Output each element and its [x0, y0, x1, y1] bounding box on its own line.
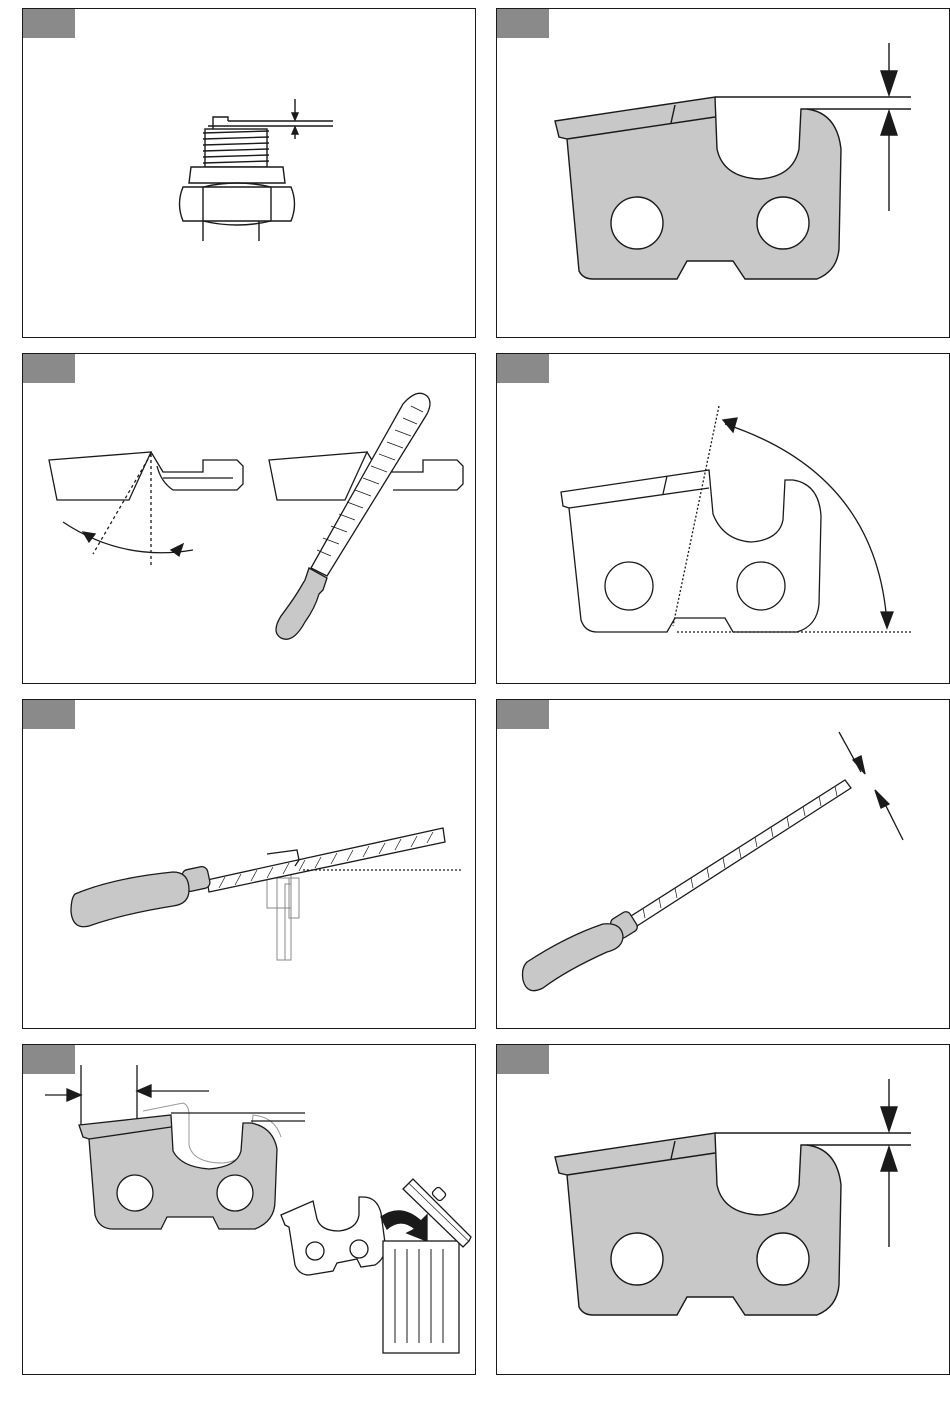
figure-panel-5	[22, 699, 476, 1029]
file-holder-filing-illustration-icon	[23, 700, 476, 1029]
chain-cutter-depth-illustration-icon	[497, 9, 950, 338]
chain-cutter-depth-illustration-icon	[497, 1045, 950, 1375]
spark-plug-gap-illustration-icon	[23, 9, 476, 338]
figure-panel-6	[496, 699, 950, 1029]
figure-panel-7	[22, 1044, 476, 1375]
figure-panel-3	[22, 353, 476, 684]
figure-panel-8	[496, 1044, 950, 1375]
figure-panel-1	[22, 8, 476, 338]
round-file-diameter-illustration-icon	[497, 700, 950, 1029]
figure-panel-4	[496, 353, 950, 684]
figure-panel-2	[496, 8, 950, 338]
cutter-side-angle-illustration-icon	[497, 354, 950, 684]
cutter-filing-angle-illustration-icon	[23, 354, 476, 684]
worn-cutter-replacement-illustration-icon	[23, 1045, 476, 1375]
